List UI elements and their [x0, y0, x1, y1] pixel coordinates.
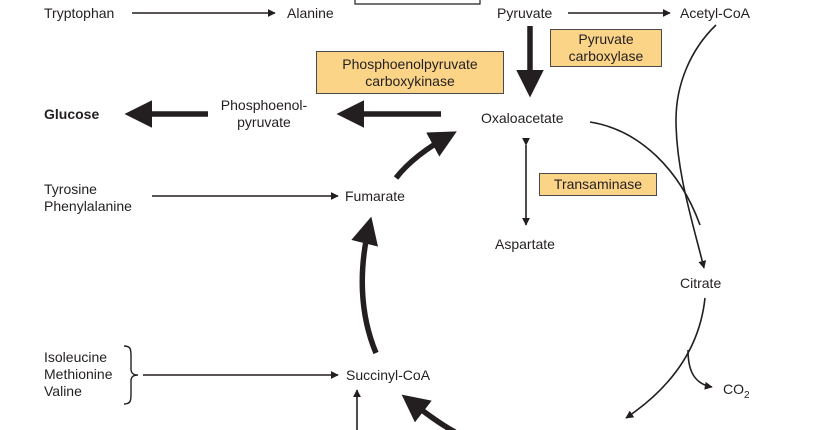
arrow-citrate-cycle: [625, 297, 706, 419]
metabolite-glucose: Glucose: [44, 106, 100, 122]
metabolite-isoleucine: Isoleucine: [44, 349, 108, 365]
metabolite-oxaloacetate: Oxaloacetate: [481, 110, 564, 126]
enzyme-transaminase-label: Transaminase: [553, 176, 643, 192]
metabolite-aspartate: Aspartate: [495, 236, 555, 252]
co2-main: CO: [723, 381, 744, 397]
amino-acids-ile-met-val: Isoleucine Methionine Valine: [44, 349, 113, 400]
arrow-cycle-succinylcoa: [401, 394, 457, 430]
enzyme-pc-line1: Pyruvate: [578, 31, 634, 47]
arrow-acetylcoa-citrate: [675, 24, 717, 269]
metabolite-fumarate: Fumarate: [345, 188, 405, 204]
metabolite-phenylalanine: Phenylalanine: [44, 198, 132, 214]
arrow-succinylcoa-fumarate: [351, 216, 379, 355]
enzyme-pyruvate-carboxylase-box: Pyruvate carboxylase: [550, 29, 662, 67]
enzyme-pepck-box: Phosphoenolpyruvate carboxykinase: [316, 51, 504, 94]
metabolite-succinyl-coa: Succinyl-CoA: [346, 367, 431, 383]
enzyme-transaminase-box: Transaminase: [539, 173, 657, 196]
arrow-fumarate-oxaloacetate: [393, 131, 457, 180]
co2-subscript: 2: [744, 389, 750, 401]
metabolite-phosphoenolpyruvate: Phosphoenol- pyruvate: [212, 97, 316, 131]
metabolite-citrate: Citrate: [680, 275, 722, 291]
metabolite-methionine: Methionine: [44, 366, 113, 382]
pep-label-line2: pyruvate: [237, 114, 291, 130]
arc-oxaloacetate-citrate: [589, 121, 701, 226]
metabolite-tryptophan: Tryptophan: [44, 5, 115, 21]
amino-acid-bracket: [123, 345, 139, 405]
enzyme-pepck-line2: carboxykinase: [365, 72, 455, 89]
pep-label-line1: Phosphoenol-: [220, 97, 308, 113]
metabolite-alanine: Alanine: [287, 5, 334, 21]
metabolite-valine: Valine: [44, 383, 82, 399]
enzyme-pepck-line1: Phosphoenolpyruvate: [342, 55, 478, 72]
metabolite-tyrosine: Tyrosine: [44, 181, 97, 197]
top-edge-fragment: [354, 0, 481, 5]
metabolite-acetyl-coa: Acetyl-CoA: [680, 5, 751, 21]
metabolite-pyruvate: Pyruvate: [497, 5, 553, 21]
arrow-co2: [687, 349, 713, 390]
enzyme-pc-line2: carboxylase: [568, 48, 644, 64]
metabolite-co2: CO2: [723, 381, 750, 404]
amino-acids-tyrosine-phenylalanine: Tyrosine Phenylalanine: [44, 181, 132, 215]
